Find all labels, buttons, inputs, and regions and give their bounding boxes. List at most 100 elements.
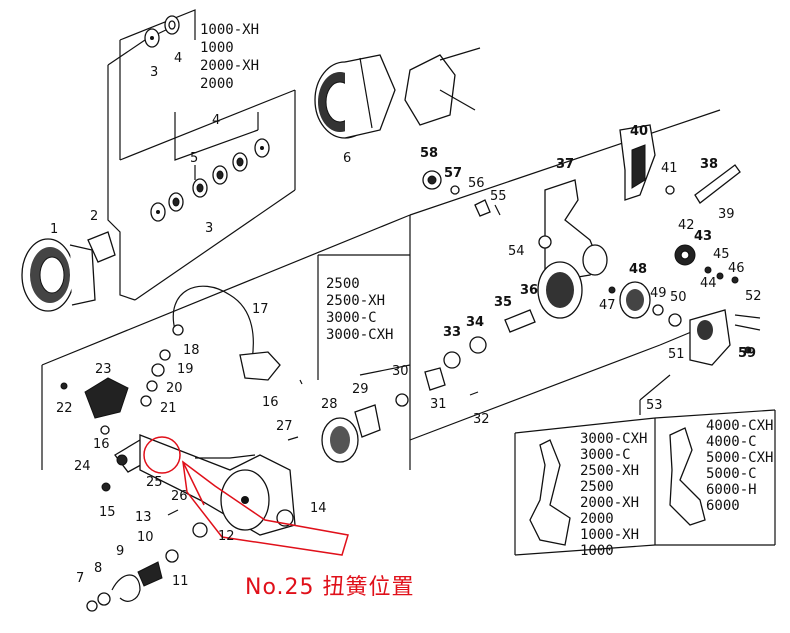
part-28-label: 28 [321, 397, 338, 412]
part-23-label: 23 [95, 362, 112, 377]
part-56-label: 56 [468, 176, 485, 191]
pinion-area [287, 299, 553, 463]
part-16b-label: 16 [262, 395, 279, 410]
part-3-label: 3 [150, 65, 158, 80]
part-46-label: 46 [728, 261, 745, 276]
part-9-label: 9 [116, 544, 124, 559]
model-label: 1000-XH [200, 22, 259, 38]
model-label: 5000-C [706, 466, 757, 482]
part-4b-label: 4 [212, 113, 220, 128]
model-label: 3000-C [326, 310, 377, 326]
model-label: 2500 [580, 479, 614, 495]
model-label: 2000-XH [200, 58, 259, 74]
model-label: 1000-XH [580, 527, 639, 543]
part-59-label: 59 [738, 346, 756, 361]
model-label: 4000-C [706, 434, 757, 450]
part-10-label: 10 [137, 530, 154, 545]
model-label: 5000-CXH [706, 450, 773, 466]
part-25-label: 25 [146, 475, 163, 490]
bail-wire-17 [172, 285, 281, 381]
model-label: 6000 [706, 498, 740, 514]
model-label: 6000-H [706, 482, 757, 498]
part-38-label: 38 [700, 157, 718, 172]
spool-model-list: 1000-XH 1000 2000-XH 2000 [200, 22, 259, 92]
part-5-label: 5 [190, 151, 198, 166]
part-50-label: 50 [670, 290, 687, 305]
model-label: 1000 [580, 543, 614, 559]
model-label: 2500-XH [580, 463, 639, 479]
part-21-label: 21 [160, 401, 177, 416]
part-1-label: 1 [50, 222, 58, 237]
part-7-label: 7 [76, 571, 84, 586]
part-53-label: 53 [646, 398, 663, 413]
part-number-labels: 3 4 4 5 6 3 1 2 17 18 19 20 21 23 22 16 … [50, 51, 762, 589]
part-48-label: 48 [629, 262, 647, 277]
body-model-list: 2500 2500-XH 3000-C 3000-CXH [326, 276, 393, 343]
part-2-label: 2 [90, 209, 98, 224]
body-bracket [41, 109, 721, 470]
part-39-label: 39 [718, 207, 735, 222]
model-label: 4000-CXH [706, 418, 773, 434]
part-57-label: 57 [444, 166, 462, 181]
part-47-label: 47 [599, 298, 616, 313]
handle-model-list-right: 4000-CXH 4000-C 5000-CXH 5000-C 6000-H 6… [706, 418, 773, 514]
part-14-label: 14 [310, 501, 327, 516]
part-42-label: 42 [678, 218, 695, 233]
part-49-label: 49 [650, 286, 667, 301]
gears [608, 244, 739, 327]
part-29-label: 29 [352, 382, 369, 397]
part-15-label: 15 [99, 505, 116, 520]
part-45-label: 45 [713, 247, 730, 262]
handle-box-53 [514, 374, 776, 556]
side-plate-51 [689, 309, 761, 366]
part-44-label: 44 [700, 276, 717, 291]
part-41-label: 41 [661, 161, 678, 176]
drag-knob-1 [21, 231, 116, 312]
model-label: 3000-CXH [580, 431, 647, 447]
spool-bracket [107, 9, 296, 301]
part-55-label: 55 [490, 189, 507, 204]
part-12-label: 12 [218, 529, 235, 544]
model-label: 2500 [326, 276, 360, 292]
bottom-small-parts [86, 509, 208, 612]
spool-6 [314, 47, 481, 139]
part-34-label: 34 [466, 315, 484, 330]
part-58-label: 58 [420, 146, 438, 161]
part-30-label: 30 [392, 364, 409, 379]
part-8-label: 8 [94, 561, 102, 576]
part-27-label: 27 [276, 419, 293, 434]
part-32-label: 32 [473, 412, 490, 427]
part-22-label: 22 [56, 401, 73, 416]
part-4-label: 4 [174, 51, 182, 66]
torsion-spring-highlight [143, 436, 349, 556]
part-26-label: 26 [171, 489, 188, 504]
model-label: 2000-XH [580, 495, 639, 511]
part-52-label: 52 [745, 289, 762, 304]
part-24-label: 24 [74, 459, 91, 474]
part-36-label: 36 [520, 283, 538, 298]
model-label: 1000 [200, 40, 234, 56]
model-label: 2500-XH [326, 293, 385, 309]
spring-position-note: No.25 扭簧位置 [245, 575, 415, 600]
part-31-label: 31 [430, 397, 447, 412]
part-54-label: 54 [508, 244, 525, 259]
model-label: 3000-C [580, 447, 631, 463]
rotor-14 [139, 434, 296, 536]
model-label: 3000-CXH [326, 327, 393, 343]
reel-body-37 [537, 124, 741, 319]
spool-washers-top [144, 15, 180, 48]
front-parts [422, 170, 501, 217]
part-3b-label: 3 [205, 221, 213, 236]
handle-model-list-left: 3000-CXH 3000-C 2500-XH 2500 2000-XH 200… [580, 431, 647, 559]
drag-washers [150, 138, 270, 222]
part-18-label: 18 [183, 343, 200, 358]
part-20-label: 20 [166, 381, 183, 396]
part-6-label: 6 [343, 151, 351, 166]
part-37-label: 37 [556, 157, 574, 172]
part-17-label: 17 [252, 302, 269, 317]
part-43-label: 43 [694, 229, 712, 244]
part-40-label: 40 [630, 124, 648, 139]
part-51-label: 51 [668, 347, 685, 362]
